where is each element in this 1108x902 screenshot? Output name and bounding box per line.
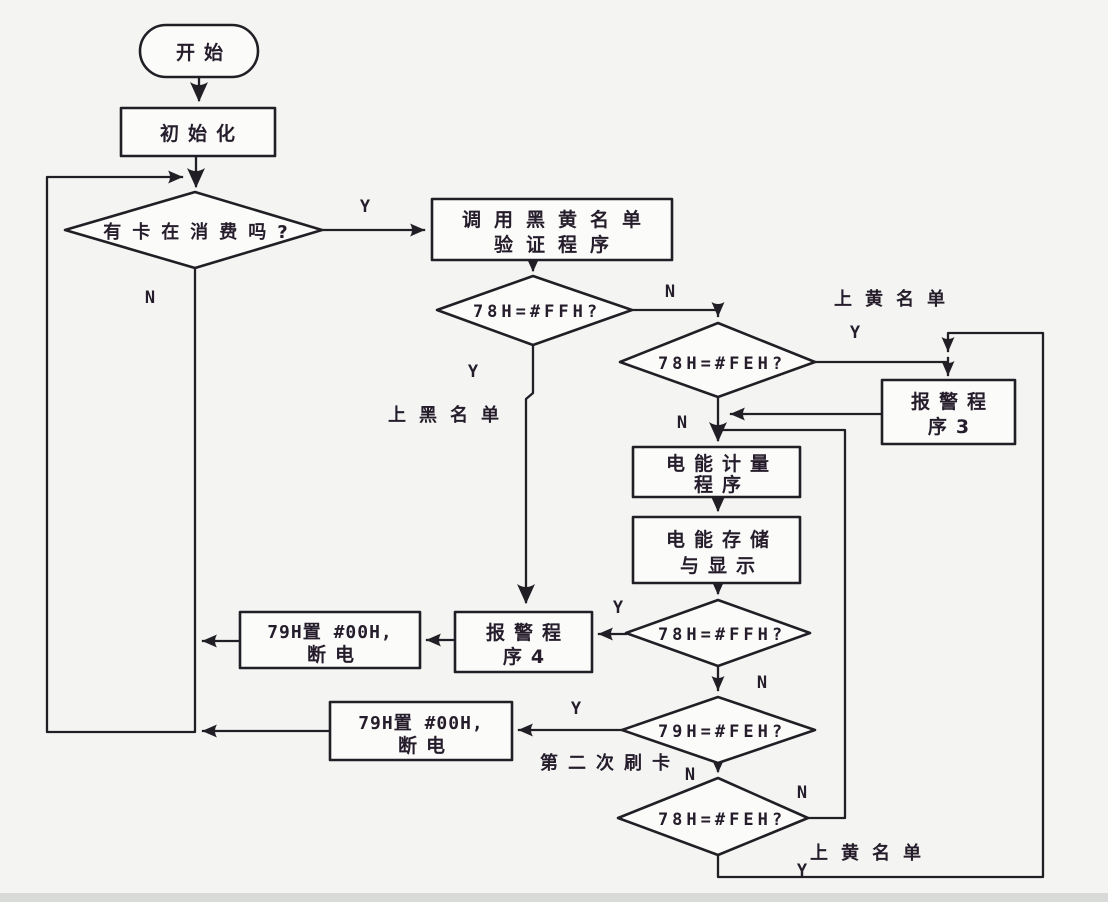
label-second-swipe: 第二次刷卡 (540, 752, 680, 774)
power-off-process-1 (238, 610, 422, 670)
label-ffh1-yes: Y (468, 362, 479, 382)
edge-ffh1-yes-blacklist (517, 343, 535, 604)
alarm-program-4-process (453, 610, 594, 674)
label-blacklist: 上黑名单 (388, 404, 512, 426)
label-feh1-no: N (677, 413, 687, 433)
scan-edge-band (0, 893, 1108, 902)
poweroff2-line2: 断电 (398, 734, 454, 757)
card-check-decision (63, 190, 324, 270)
label-yellowlist-bottom: 上黄名单 (810, 842, 934, 864)
alarm-program-3-process (880, 378, 1017, 446)
check-78h-ffh-1-label: 78H=#FFH? (473, 302, 601, 322)
check-79h-feh-decision (620, 695, 817, 765)
call-verify-process (430, 197, 674, 262)
power-off-process-2 (328, 700, 514, 762)
energy-storage-display-process (631, 515, 802, 585)
label-cardcheck-no: N (145, 288, 155, 308)
check-78h-ffh-2-label: 78H=#FFH? (658, 625, 786, 645)
poweroff1-line2: 断电 (307, 643, 363, 666)
call-verify-line1: 调用黑黄名单 (462, 208, 654, 231)
alarm4-line2: 序4 (503, 645, 553, 668)
metering-line1: 电能计量 (666, 452, 778, 475)
check-78h-feh-decision-2 (616, 776, 810, 857)
metering-line2: 程序 (694, 473, 750, 496)
label-feh2-no: N (797, 783, 807, 803)
poweroff2-line1: 79H置 #00H, (358, 713, 484, 734)
storage-line1: 电能存储 (666, 528, 778, 551)
alarm4-line1: 报警程 (486, 621, 570, 644)
init-process (119, 106, 277, 158)
alarm3-line1: 报警程 (911, 390, 995, 413)
label-79feh-yes: Y (571, 699, 582, 719)
label-79feh-no: N (685, 765, 695, 785)
label-ffh2-no: N (757, 673, 767, 693)
poweroff1-line1: 79H置 #00H, (267, 622, 393, 643)
label-feh1-yes: Y (850, 323, 861, 343)
check-78h-feh-1-label: 78H=#FEH? (658, 354, 786, 374)
edge-ffh1-no (630, 302, 725, 318)
label-feh2-yes: Y (797, 861, 808, 881)
start-terminator (138, 23, 260, 79)
alarm3-line2: 序3 (928, 415, 978, 438)
check-78h-ffh-decision-2 (624, 598, 812, 668)
edge-feh2-no-loop (719, 428, 847, 820)
card-check-label: 有卡在消费吗? (103, 221, 298, 243)
check-78h-feh-2-label: 78H=#FEH? (658, 810, 786, 830)
label-cardcheck-yes: Y (360, 197, 371, 217)
edge-feh2-yes-yellowlist-loop (716, 331, 1045, 879)
energy-metering-process (631, 445, 802, 499)
check-79h-feh-label: 79H=#FEH? (658, 722, 786, 742)
storage-line2: 与显示 (680, 555, 764, 577)
init-label: 初始化 (160, 122, 244, 145)
call-verify-line2: 验证程序 (494, 233, 622, 256)
start-label: 开始 (176, 41, 232, 64)
label-ffh2-yes: Y (613, 598, 624, 618)
label-ffh1-no: N (665, 282, 675, 302)
edge-cardcheck-no-loop (45, 170, 197, 734)
check-78h-feh-decision-1 (618, 321, 817, 399)
label-yellowlist-top: 上黄名单 (834, 288, 958, 310)
check-78h-ffh-decision-1 (435, 274, 634, 347)
